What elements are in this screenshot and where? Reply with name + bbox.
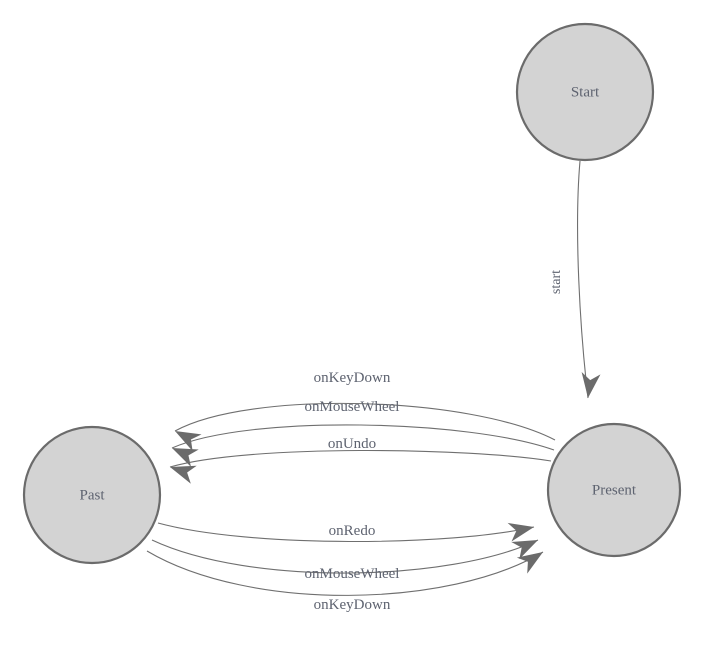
- edge-edge-past-present-onmousewheel: [151, 539, 539, 574]
- arrow-into-present-onredo-icon: [507, 522, 534, 542]
- edge-edge-past-present-onkeydown: [146, 550, 544, 596]
- arrow-into-present-onmw-icon: [511, 540, 538, 560]
- edges-layer: [146, 160, 589, 596]
- edge-edge-past-present-onredo: [157, 522, 535, 543]
- arrow-into-past-onmousewheel-icon: [172, 448, 199, 467]
- node-start-label: Start: [571, 84, 600, 100]
- arrow-into-present-onkd-icon: [516, 552, 543, 574]
- edge-label-edge-present-past-onundo: onUndo: [328, 436, 376, 452]
- edge-label-edge-past-present-onmousewheel: onMouseWheel: [305, 566, 400, 582]
- node-present-label: Present: [592, 482, 637, 498]
- node-past[interactable]: Past: [22, 425, 162, 565]
- edge-label-edge-past-present-onkeydown: onKeyDown: [314, 597, 391, 613]
- edge-label-edge-start-present: start: [549, 270, 564, 294]
- node-start[interactable]: Start: [515, 22, 655, 162]
- edge-label-edge-present-past-onkeydown: onKeyDown: [314, 370, 391, 386]
- edge-edge-present-past-onkeydown: [174, 402, 556, 441]
- edge-labels-layer: start onKeyDown onMouseWheel onUndo onRedo on…: [305, 270, 564, 613]
- arrow-into-present-top-icon: [581, 372, 601, 398]
- node-past-circle: [22, 425, 162, 565]
- arrow-into-past-onkeydown-icon: [175, 431, 202, 452]
- node-present-circle: [546, 422, 682, 558]
- edge-label-edge-present-past-onmousewheel: onMouseWheel: [305, 399, 400, 415]
- node-present[interactable]: Present: [546, 422, 682, 558]
- node-start-circle: [515, 22, 655, 162]
- node-past-label: Past: [79, 487, 105, 503]
- edge-edge-present-past-onmousewheel: [171, 424, 555, 451]
- edge-label-edge-past-present-onredo: onRedo: [329, 523, 376, 539]
- edge-edge-present-past-onundo: [169, 449, 552, 468]
- edge-edge-start-present: [577, 160, 589, 399]
- arrowheads-layer: [170, 372, 601, 574]
- arrow-into-past-onundo-icon: [170, 465, 197, 484]
